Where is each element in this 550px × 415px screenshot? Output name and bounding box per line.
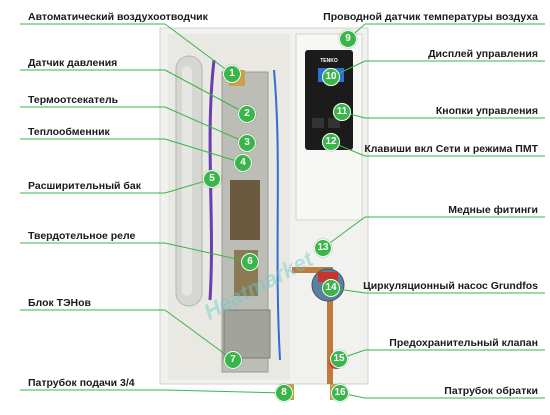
callout-badge-8: 8	[275, 384, 293, 402]
callout-badge-1: 1	[223, 65, 241, 83]
callout-badge-10: 10	[322, 68, 340, 86]
label-right-16: Патрубок обратки	[444, 385, 538, 397]
label-left-6: Твердотельное реле	[28, 230, 136, 242]
callout-badge-12: 12	[322, 133, 340, 151]
label-left-4: Теплообменник	[28, 126, 110, 138]
callout-badge-2: 2	[238, 105, 256, 123]
label-right-15: Предохранительный клапан	[389, 337, 538, 349]
label-right-9: Проводной датчик температуры воздуха	[323, 11, 538, 23]
label-right-11: Кнопки управления	[435, 105, 538, 117]
label-right-10: Дисплей управления	[428, 48, 538, 60]
leader-line-3	[164, 106, 248, 144]
callout-badge-13: 13	[314, 239, 332, 257]
callout-badge-7: 7	[224, 351, 242, 369]
callout-badge-3: 3	[238, 134, 256, 152]
leader-line-1	[164, 23, 233, 75]
heating-element-block	[223, 309, 271, 359]
label-left-8: Патрубок подачи 3/4	[28, 377, 135, 389]
leader-line-7	[164, 309, 234, 361]
label-right-12: Клавиши вкл Сети и режима ПМТ	[364, 143, 538, 155]
label-left-2: Датчик давления	[28, 57, 118, 69]
expansion-tank-highlight	[182, 66, 192, 296]
leader-line-4	[164, 138, 244, 164]
solid-state-relay	[230, 180, 260, 240]
wire-blue	[273, 69, 281, 361]
label-left-1: Автоматический воздухоотводчик	[28, 11, 208, 23]
callout-badge-6: 6	[241, 253, 259, 271]
callout-badge-4: 4	[234, 154, 252, 172]
leader-line-2	[164, 69, 248, 115]
callout-badge-11: 11	[333, 103, 351, 121]
pump-head	[318, 272, 338, 282]
brand-logo: TENKO	[320, 58, 338, 64]
pmt-switch[interactable]	[328, 118, 340, 128]
callout-badge-14: 14	[322, 279, 340, 297]
label-left-7: Блок ТЭНов	[28, 297, 91, 309]
label-right-13: Медные фитинги	[448, 204, 538, 216]
label-left-5: Расширительный бак	[28, 180, 141, 192]
callout-badge-16: 16	[331, 384, 349, 402]
label-right-14: Циркуляционный насос Grundfos	[363, 280, 538, 292]
label-left-3: Термоотсекатель	[28, 94, 119, 106]
leader-line-8	[164, 389, 285, 394]
callout-badge-5: 5	[203, 170, 221, 188]
mains-switch[interactable]	[312, 118, 324, 128]
callout-badge-15: 15	[330, 350, 348, 368]
callout-badge-9: 9	[339, 30, 357, 48]
leader-line-6	[164, 242, 251, 263]
